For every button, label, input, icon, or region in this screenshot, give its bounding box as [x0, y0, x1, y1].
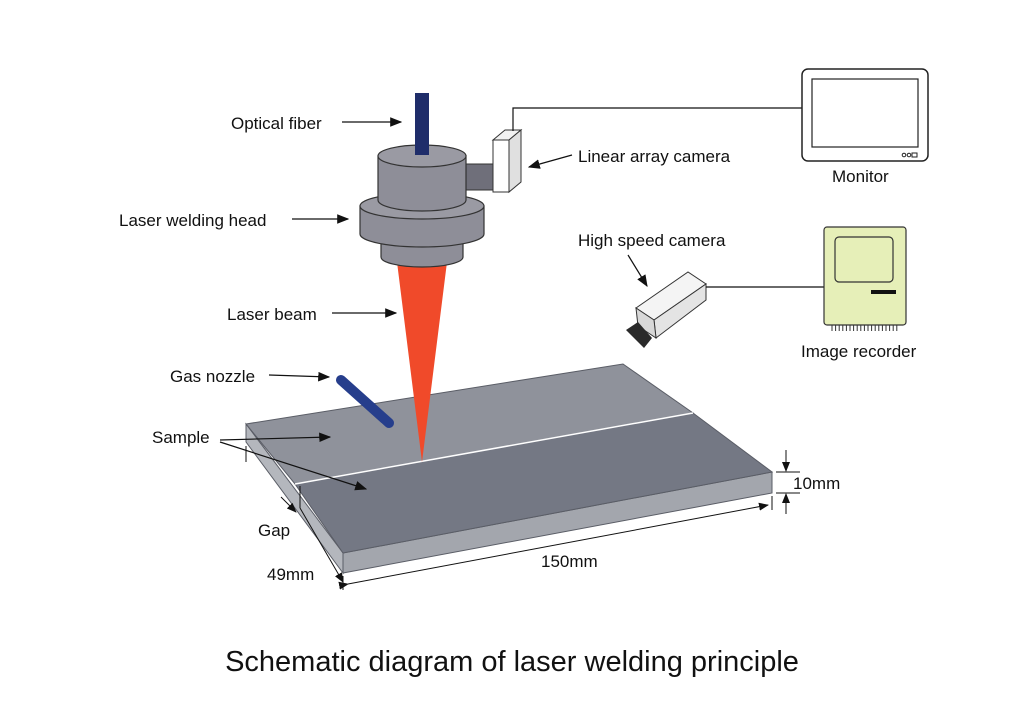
recorder-screen — [834, 236, 894, 283]
label-laser-beam: Laser beam — [227, 305, 317, 324]
laser-welding-head — [359, 144, 498, 268]
sample-arrow-2 — [219, 441, 368, 491]
leader-arrows — [219, 117, 648, 491]
dimension-lines — [245, 446, 800, 590]
sample-plates — [245, 363, 774, 575]
monitor-screen — [811, 78, 919, 148]
label-length: 150mm — [541, 552, 598, 571]
label-image-recorder: Image recorder — [801, 342, 917, 361]
hsc-front — [635, 306, 657, 340]
camera-monitor-cable — [512, 107, 803, 131]
label-width: 49mm — [267, 565, 314, 584]
gas-nozzle-arrow — [268, 371, 331, 382]
monitor-button-1 — [901, 152, 907, 158]
recorder-slot — [871, 290, 896, 294]
label-optical-fiber: Optical fiber — [231, 114, 322, 133]
monitor-button-2 — [906, 152, 912, 158]
weld-seam — [294, 412, 694, 485]
label-monitor: Monitor — [832, 167, 889, 186]
high-speed-camera — [626, 271, 707, 348]
monitor — [801, 68, 929, 162]
laser-beam-cone — [397, 262, 447, 462]
label-gap: Gap — [258, 521, 290, 540]
width-dimension — [299, 507, 344, 583]
recorder-vents — [831, 325, 898, 331]
label-gas-nozzle: Gas nozzle — [170, 367, 255, 386]
lac-side — [508, 128, 522, 194]
monitor-button-3 — [911, 152, 918, 158]
label-linear-array-camera: Linear array camera — [578, 147, 731, 166]
label-sample: Sample — [152, 428, 210, 447]
sample-arrow-1 — [219, 432, 332, 443]
head-upper-body — [377, 155, 467, 212]
diagram-title: Schematic diagram of laser welding princ… — [225, 646, 799, 678]
hsc-lens — [626, 322, 652, 348]
linear-array-camera — [491, 128, 523, 194]
linear-array-camera-arrow — [527, 154, 573, 169]
image-recorder — [823, 226, 907, 331]
gap-marker — [280, 496, 297, 513]
gas-nozzle — [336, 375, 394, 428]
label-thickness: 10mm — [793, 474, 840, 493]
length-dimension — [338, 502, 769, 590]
label-high-speed-camera: High speed camera — [578, 231, 726, 250]
high-speed-camera-arrow — [627, 254, 648, 288]
label-laser-welding-head: Laser welding head — [119, 211, 266, 230]
optical-fiber — [415, 93, 429, 155]
lac-front — [492, 139, 510, 193]
